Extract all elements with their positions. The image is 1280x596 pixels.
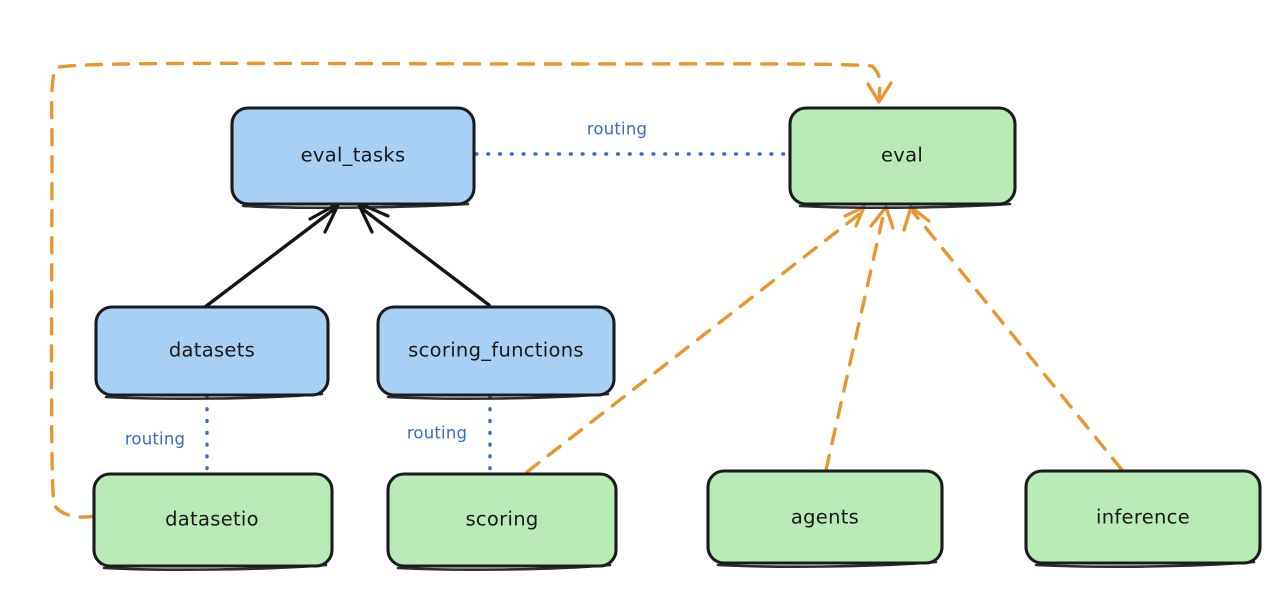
edge-datasets-eval_tasks bbox=[203, 201, 341, 309]
node-agents-label: agents bbox=[791, 506, 859, 529]
node-eval-box[interactable] bbox=[788, 106, 1017, 206]
node-datasets[interactable]: datasets bbox=[94, 305, 330, 400]
node-inference-box[interactable] bbox=[1024, 469, 1262, 565]
node-scoring-box[interactable] bbox=[386, 472, 618, 568]
node-scoring_functions-sketch-underline bbox=[386, 392, 610, 400]
node-agents-box[interactable] bbox=[706, 469, 944, 565]
edge-agents-eval bbox=[824, 205, 895, 472]
node-datasetio-box[interactable] bbox=[92, 472, 334, 568]
node-scoring_functions-box[interactable] bbox=[376, 305, 616, 397]
node-eval_tasks-sketch-underline bbox=[241, 202, 470, 210]
edge-path-agents-eval bbox=[824, 210, 886, 472]
node-eval-sketch-underline bbox=[798, 202, 1012, 210]
node-eval_tasks-box[interactable] bbox=[230, 106, 476, 206]
edge-label-routing-eval_tasks-eval: routing bbox=[587, 120, 647, 139]
edge-path-scoring-eval bbox=[525, 210, 864, 474]
node-inference[interactable]: inference bbox=[1024, 469, 1262, 568]
node-datasets-label: datasets bbox=[169, 339, 255, 362]
node-scoring-sketch-underline bbox=[396, 563, 612, 571]
node-inference-sketch-underline bbox=[1034, 560, 1256, 568]
edge-label-routing-datasets-datasetio: routing bbox=[125, 430, 185, 449]
node-scoring-label: scoring bbox=[465, 508, 538, 531]
node-agents[interactable]: agents bbox=[706, 469, 944, 568]
edge-datasetio-eval bbox=[49, 61, 893, 519]
arrow-head-datasetio-eval bbox=[866, 81, 893, 104]
edge-path-datasetio-eval bbox=[49, 61, 882, 519]
node-datasetio-sketch-underline bbox=[102, 563, 328, 571]
edge-path-datasets-eval_tasks bbox=[203, 205, 339, 309]
edge-label-routing-scoringfn-scoring: routing bbox=[407, 424, 467, 443]
node-datasets-box[interactable] bbox=[94, 305, 330, 397]
edge-scoringfn-eval_tasks bbox=[356, 201, 491, 307]
node-eval_tasks[interactable]: eval_tasks bbox=[230, 106, 476, 210]
node-eval_tasks-label: eval_tasks bbox=[301, 144, 406, 167]
node-eval[interactable]: eval bbox=[788, 106, 1017, 210]
node-datasets-sketch-underline bbox=[104, 392, 324, 400]
node-datasetio[interactable]: datasetio bbox=[92, 472, 334, 571]
node-scoring_functions-label: scoring_functions bbox=[408, 339, 584, 362]
edge-path-scoringfn-eval_tasks bbox=[358, 205, 491, 307]
edge-inference-eval bbox=[902, 205, 1124, 472]
node-scoring_functions[interactable]: scoring_functions bbox=[376, 305, 616, 400]
node-inference-label: inference bbox=[1096, 506, 1190, 529]
node-scoring[interactable]: scoring bbox=[386, 472, 618, 571]
node-agents-sketch-underline bbox=[716, 560, 938, 568]
node-datasetio-label: datasetio bbox=[165, 508, 259, 531]
edge-path-inference-eval bbox=[911, 210, 1124, 472]
node-eval-label: eval bbox=[881, 144, 923, 167]
